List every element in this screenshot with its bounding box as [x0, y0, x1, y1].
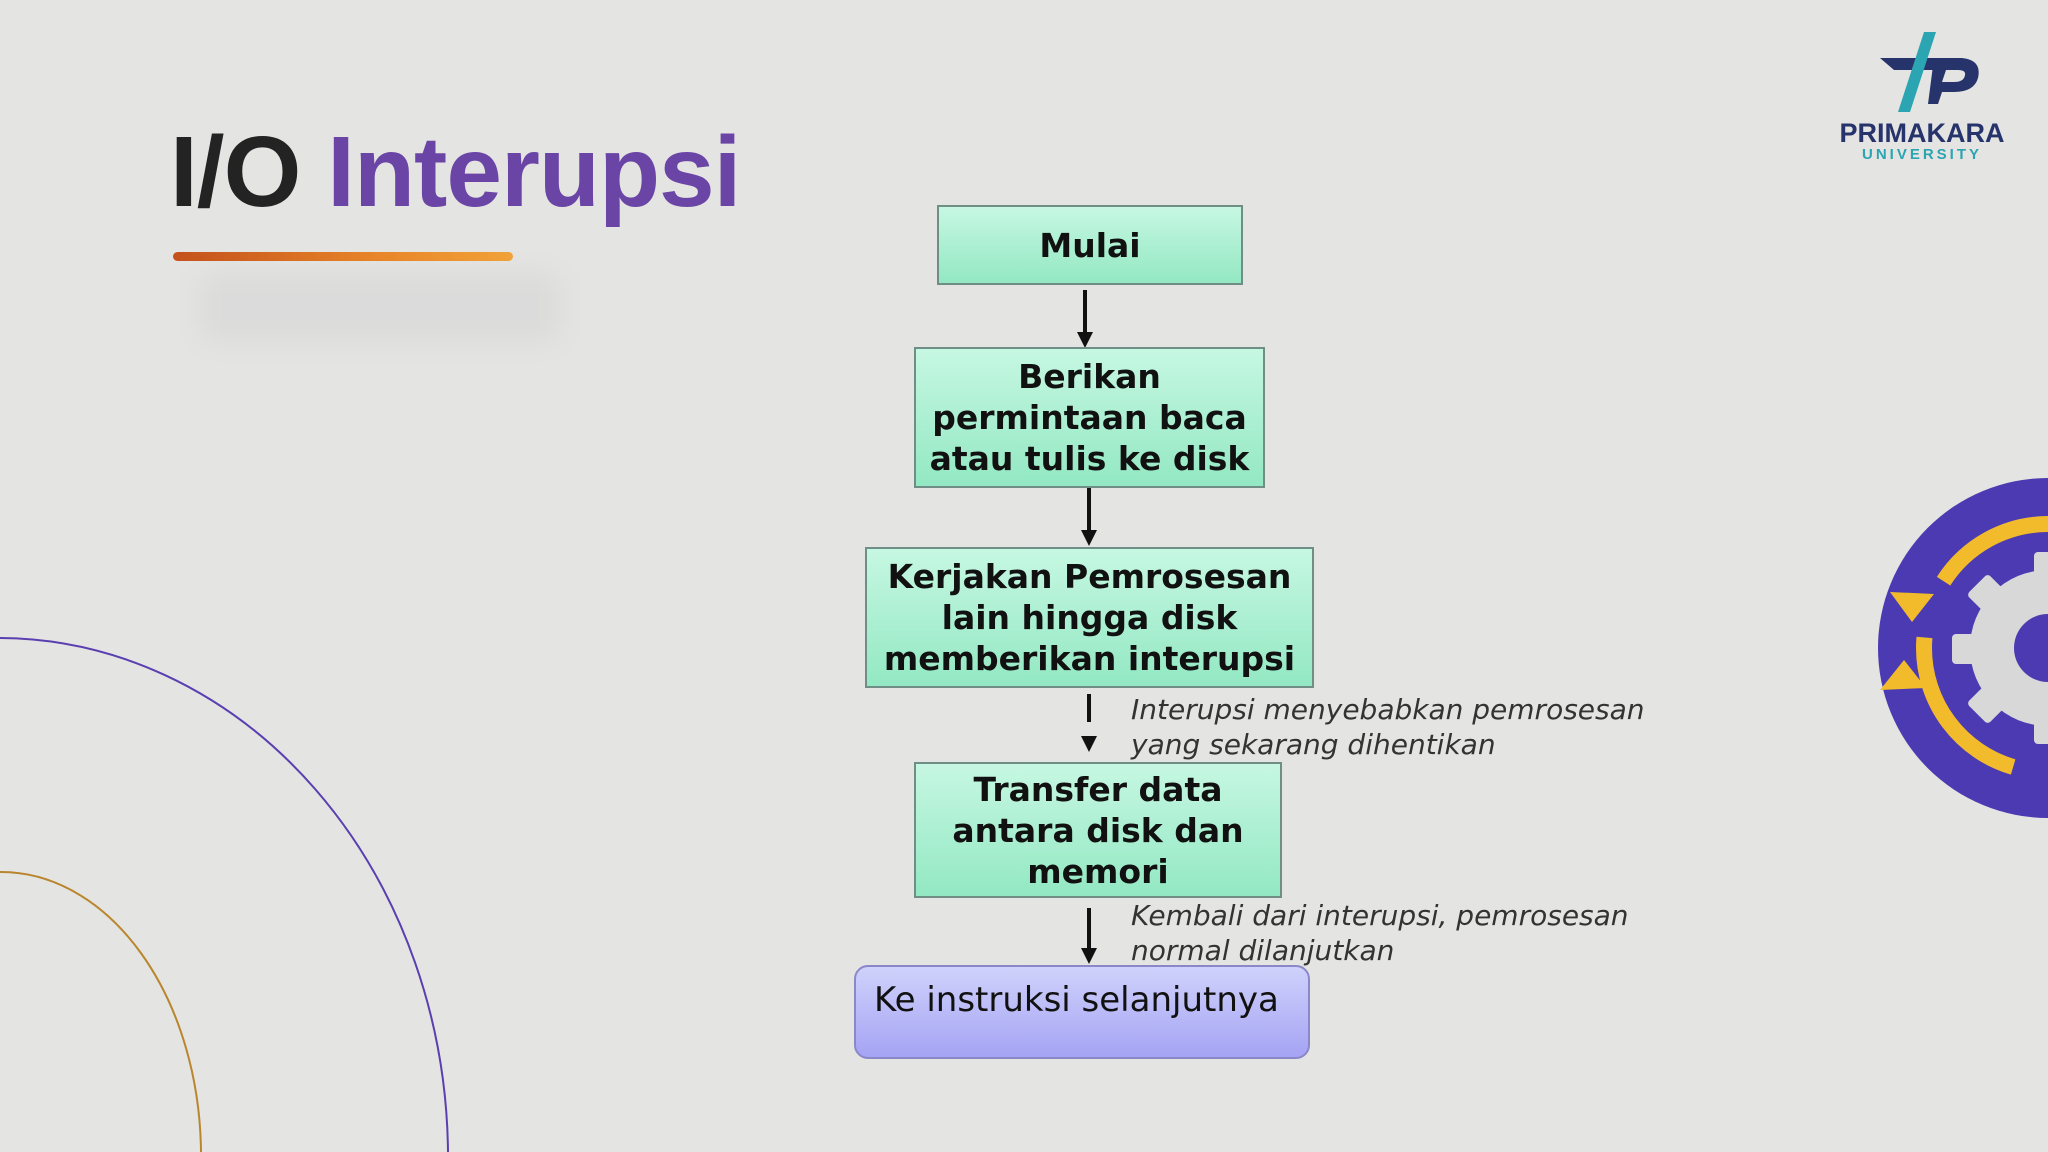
- logo-mark-icon: [1880, 32, 1979, 112]
- flow-step-request-line: atau tulis ke disk: [929, 439, 1250, 478]
- flow-step-process-line: lain hingga disk: [941, 598, 1238, 637]
- arrowhead-3: [1081, 736, 1097, 752]
- flow-step-process-line: memberikan interupsi: [883, 639, 1296, 678]
- note-interrupt: Interupsi menyebabkan pemrosesan yang se…: [1131, 692, 1645, 762]
- flow-step-transfer-line: memori: [1027, 851, 1169, 891]
- title-part-io: I/O: [170, 116, 301, 228]
- title-underline: [173, 252, 513, 261]
- note-return-line: normal dilanjutkan: [1131, 934, 1395, 967]
- arrowhead-1: [1077, 332, 1093, 348]
- flow-step-request-line: permintaan baca: [932, 398, 1247, 437]
- university-logo: PRIMAKARA UNIVERSITY: [1832, 28, 2012, 168]
- note-return: Kembali dari interupsi, pemrosesan norma…: [1131, 898, 1629, 968]
- flow-step-next-label: Ke instruksi selanjutnya: [874, 980, 1279, 1020]
- note-return-line: Kembali dari interupsi, pemrosesan: [1131, 899, 1629, 932]
- flow-step-transfer: Transfer data antara disk dan memori: [914, 762, 1282, 898]
- arrowhead-4: [1081, 948, 1097, 964]
- flow-step-transfer-line: antara disk dan: [952, 810, 1244, 850]
- flow-step-start-label: Mulai: [1039, 225, 1141, 265]
- title-part-interupsi: Interupsi: [327, 116, 741, 228]
- arrowhead-2: [1081, 530, 1097, 546]
- page-title: I/O Interupsi: [170, 112, 741, 232]
- flow-step-process-line: Kerjakan Pemrosesan: [887, 557, 1292, 596]
- flow-step-request: Berikan permintaan baca atau tulis ke di…: [914, 347, 1265, 488]
- logo-subtitle: UNIVERSITY: [1861, 146, 1982, 163]
- flow-step-process: Kerjakan Pemrosesan lain hingga disk mem…: [865, 547, 1314, 688]
- logo-name: PRIMAKARA: [1839, 118, 2005, 148]
- flow-step-start: Mulai: [937, 205, 1243, 285]
- flow-step-next: Ke instruksi selanjutnya: [854, 965, 1310, 1059]
- flow-step-request-line: Berikan: [1018, 357, 1161, 396]
- note-interrupt-line: yang sekarang dihentikan: [1131, 728, 1496, 761]
- flow-step-transfer-line: Transfer data: [973, 769, 1223, 809]
- note-interrupt-line: Interupsi menyebabkan pemrosesan: [1131, 693, 1645, 726]
